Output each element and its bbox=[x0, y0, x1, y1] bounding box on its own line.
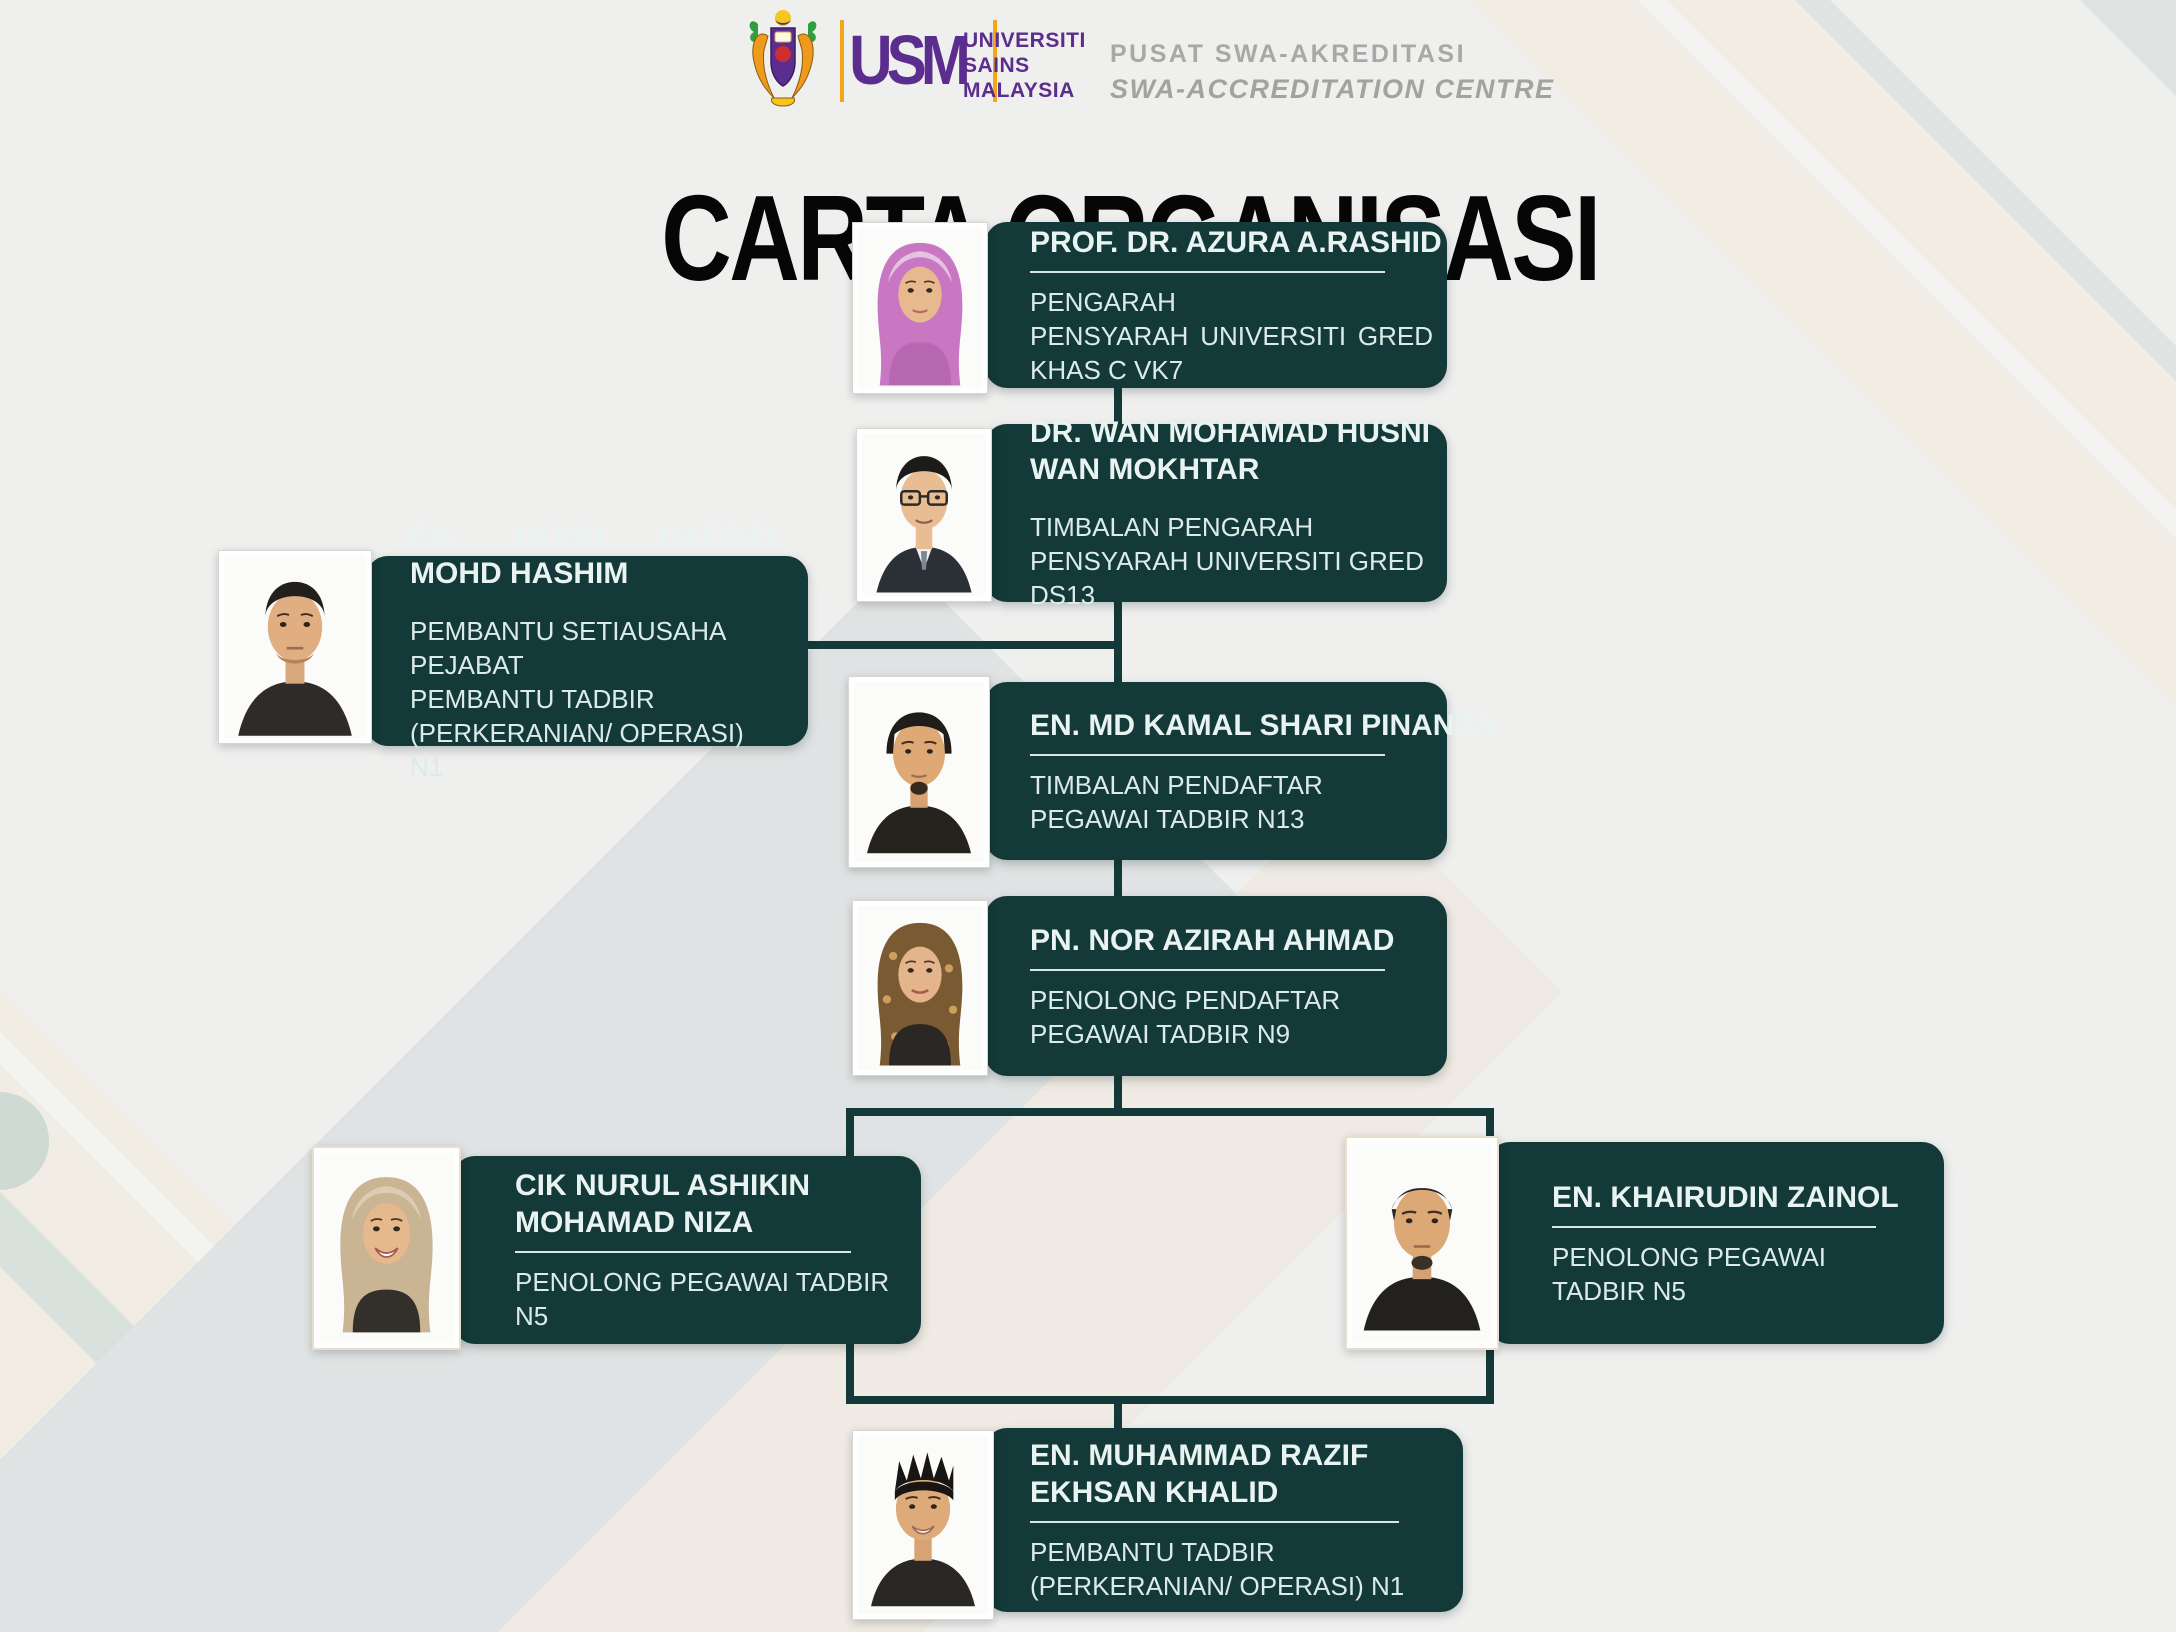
person-name: CIK NURUL ASHIKIN MOHAMAD NIZA bbox=[515, 1169, 819, 1239]
person-role: TIMBALAN PENDAFTAR bbox=[1030, 769, 1323, 800]
connector-registrar-assistant bbox=[1114, 858, 1122, 900]
person-name: PROF. DR. AZURA A.RASHID bbox=[1030, 225, 1442, 259]
person-avatar bbox=[224, 556, 366, 738]
usm-word-2: SAINS bbox=[963, 54, 1030, 77]
name-divider bbox=[1552, 1225, 1876, 1228]
connector-rail-bottom bbox=[846, 1396, 1494, 1404]
person-role: (PERKERANIAN/ OPERASI) N1 bbox=[410, 718, 744, 782]
person-role: (PERKERANIAN/ OPERASI) N1 bbox=[1030, 1571, 1405, 1601]
person-name: DR. WAN MOHAMAD HUSNI WAN MOKHTAR bbox=[1030, 416, 1439, 486]
connector-branch-haffizi bbox=[800, 641, 1118, 649]
person-card-razif: EN. MUHAMMAD RAZIF EKHSAN KHALID PEMBANT… bbox=[985, 1428, 1463, 1612]
department-name-malay: PUSAT SWA-AKREDITASI bbox=[1110, 40, 1467, 68]
usm-logo: USM bbox=[840, 20, 997, 102]
name-divider bbox=[1030, 753, 1385, 756]
usm-logo-bar-left bbox=[840, 20, 844, 102]
usm-logo-text: USM bbox=[849, 21, 971, 99]
person-role: PENSYARAH UNIVERSITI GRED DS13 bbox=[1030, 546, 1424, 610]
person-name: EN. MD KAMAL SHARI PINANSA bbox=[1030, 708, 1497, 742]
person-avatar bbox=[319, 1153, 454, 1343]
person-name: EN. MOHD HAFFIZI MOHD HASHIM bbox=[410, 520, 783, 590]
person-role: TIMBALAN PENGARAH bbox=[1030, 512, 1314, 542]
person-avatar bbox=[1352, 1143, 1492, 1343]
person-name: EN. MUHAMMAD RAZIF EKHSAN KHALID bbox=[1030, 1439, 1377, 1509]
portrait-photo bbox=[852, 1430, 994, 1620]
person-name: EN. KHAIRUDIN ZAINOL bbox=[1552, 1180, 1899, 1214]
person-role: PENSYARAH UNIVERSITI GRED KHAS C VK7 bbox=[1030, 320, 1433, 385]
portrait-photo bbox=[312, 1146, 461, 1350]
portrait-photo bbox=[852, 222, 988, 394]
person-card-haffizi: EN. MOHD HAFFIZI MOHD HASHIM PEMBANTU SE… bbox=[366, 520, 808, 782]
portrait-photo bbox=[848, 676, 990, 868]
person-role: PENOLONG PENDAFTAR bbox=[1030, 984, 1341, 1015]
person-avatar bbox=[854, 682, 984, 862]
person-role: PENGARAH bbox=[1030, 286, 1176, 317]
person-card-khairudin: EN. KHAIRUDIN ZAINOL PENOLONG PEGAWAI TA… bbox=[1488, 1142, 1944, 1344]
portrait-photo bbox=[852, 900, 988, 1076]
name-divider bbox=[1030, 1521, 1399, 1523]
name-divider bbox=[1030, 968, 1385, 971]
person-role: PEMBANTU TADBIR bbox=[1030, 1537, 1275, 1567]
person-role: PEGAWAI TADBIR N9 bbox=[1030, 1018, 1291, 1049]
connector-deputy-registrar bbox=[1114, 598, 1122, 686]
portrait-photo bbox=[856, 428, 992, 602]
usm-logo-bar-right bbox=[992, 20, 997, 102]
person-role: PENOLONG PEGAWAI TADBIR N5 bbox=[1552, 1241, 1827, 1306]
person-card-kamal: EN. MD KAMAL SHARI PINANSA TIMBALAN PEND… bbox=[985, 682, 1497, 860]
person-avatar bbox=[858, 228, 982, 388]
portrait-photo bbox=[218, 550, 372, 744]
person-role: PEGAWAI TADBIR N13 bbox=[1030, 803, 1305, 834]
name-divider bbox=[1030, 270, 1385, 273]
person-avatar bbox=[858, 906, 982, 1070]
person-card-husni: DR. WAN MOHAMAD HUSNI WAN MOKHTAR TIMBAL… bbox=[985, 416, 1447, 610]
usm-word-3: MALAYSIA bbox=[963, 79, 1075, 102]
department-name-english: SWA-ACCREDITATION CENTRE bbox=[1110, 74, 1555, 104]
connector-assistant-rail bbox=[1114, 1074, 1122, 1114]
person-name: PN. NOR AZIRAH AHMAD bbox=[1030, 923, 1395, 957]
name-divider bbox=[515, 1251, 852, 1253]
connector-rail-razif bbox=[1114, 1400, 1122, 1434]
portrait-photo bbox=[1345, 1136, 1499, 1350]
connector-director-deputy bbox=[1114, 386, 1122, 428]
usm-crest-icon bbox=[738, 6, 828, 108]
connector-rail-top bbox=[846, 1108, 1494, 1116]
person-card-azura: PROF. DR. AZURA A.RASHID PENGARAH PENSYA… bbox=[985, 222, 1447, 388]
person-card-nurul: CIK NURUL ASHIKIN MOHAMAD NIZA PENOLONG … bbox=[453, 1156, 921, 1344]
usm-word-1: UNIVERSITI bbox=[963, 29, 1086, 52]
person-role: PEMBANTU TADBIR bbox=[410, 684, 655, 714]
person-role: PENOLONG PEGAWAI TADBIR N5 bbox=[515, 1267, 890, 1331]
person-card-azirah: PN. NOR AZIRAH AHMAD PENOLONG PENDAFTAR … bbox=[985, 896, 1447, 1076]
department-name: PUSAT SWA-AKREDITASI SWA-ACCREDITATION C… bbox=[1110, 40, 1554, 105]
usm-logo-wordmark: UNIVERSITI SAINS MALAYSIA bbox=[963, 28, 1086, 103]
person-avatar bbox=[862, 434, 986, 596]
person-role: PEMBANTU SETIAUSAHA PEJABAT bbox=[410, 616, 725, 680]
person-avatar bbox=[858, 1436, 988, 1614]
